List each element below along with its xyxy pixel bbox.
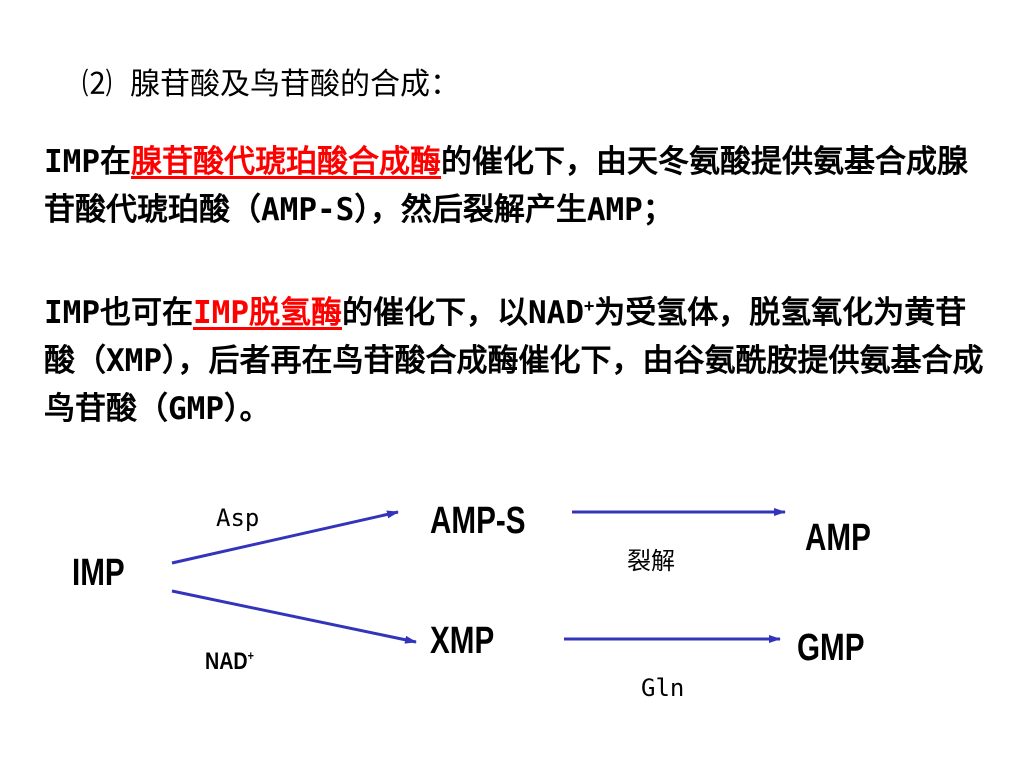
paragraph-guanylate-prefix: IMP也可在 [44, 295, 193, 331]
paragraph-guanylate-text-a: 的催化下，以NAD [342, 295, 584, 331]
paragraph-guanylate: IMP也可在IMP脱氢酶的催化下，以NAD+为受氢体，脱氢氧化为黄苷酸（XMP）… [44, 289, 992, 433]
paragraph-adenylate-prefix: IMP在 [44, 144, 131, 180]
arrow-imp-to-xmp [171, 589, 417, 644]
label-asp: Asp [216, 504, 260, 532]
arrow-imp-to-amps [171, 510, 399, 565]
label-nad: NAD+ [205, 648, 254, 676]
label-gln: Gln [641, 674, 685, 702]
node-amp-s: AMP-S [430, 500, 526, 542]
paragraph-guanylate-text-b: 为受氢体，脱氢氧化为黄苷酸（XMP），后者再在鸟苷酸合成酶催化下，由谷氨酰胺提供… [44, 295, 984, 427]
enzyme-adenylosuccinate-synthetase: 腺苷酸代琥珀酸合成酶 [131, 144, 441, 180]
node-xmp: XMP [430, 620, 495, 662]
section-heading: ⑵ 腺苷酸及鸟苷酸的合成： [82, 67, 461, 102]
node-amp: AMP [805, 517, 871, 559]
enzyme-imp-dehydrogenase: IMP脱氢酶 [193, 295, 342, 331]
nad-superscript: + [584, 296, 595, 317]
label-nad-text: NAD [205, 648, 248, 675]
label-cleavage: 裂解 [627, 548, 675, 575]
node-gmp: GMP [797, 627, 865, 669]
label-nad-superscript: + [247, 648, 254, 663]
node-imp: IMP [72, 552, 125, 594]
paragraph-adenylate: IMP在腺苷酸代琥珀酸合成酶的催化下，由天冬氨酸提供氨基合成腺苷酸代琥珀酸（AM… [44, 138, 992, 234]
paragraph-adenylate-text: 的催化下，由天冬氨酸提供氨基合成腺苷酸代琥珀酸（AMP-S），然后裂解产生AMP… [44, 144, 968, 228]
